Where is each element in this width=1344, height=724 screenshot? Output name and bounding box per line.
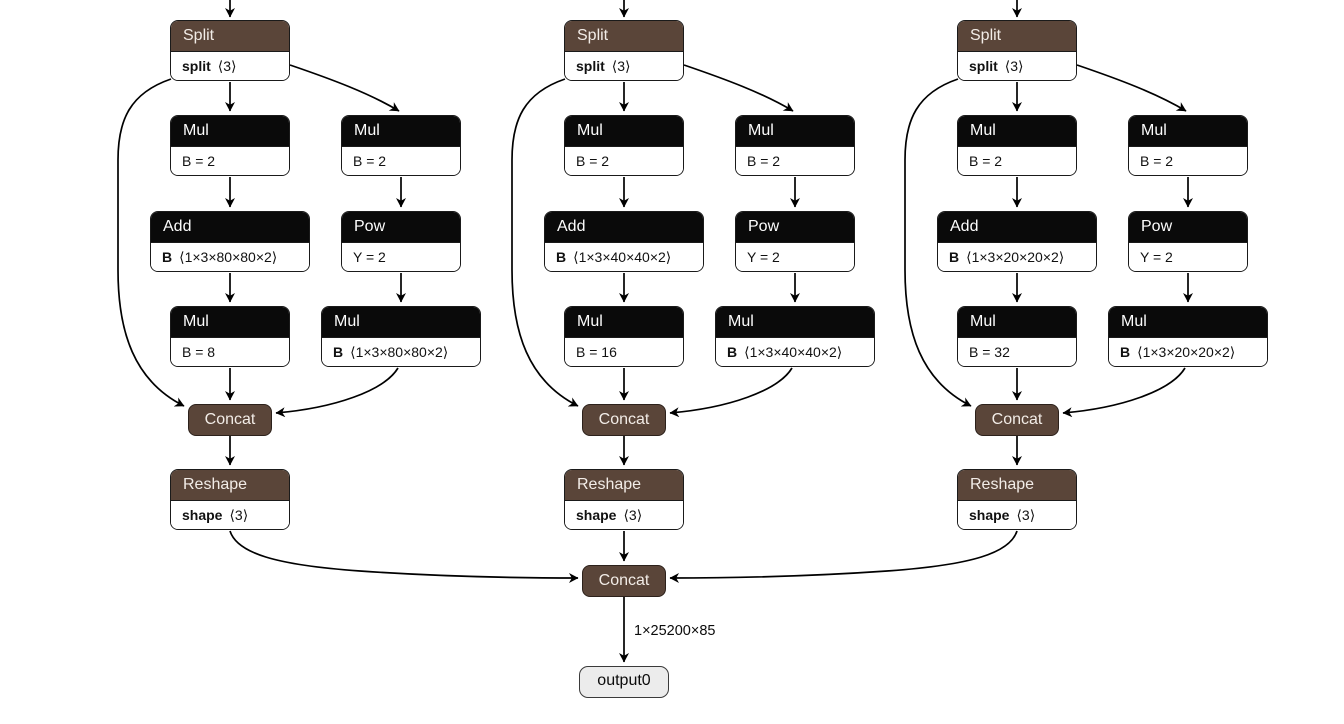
node-attr: shape⟨3⟩ <box>565 500 683 529</box>
node-title: Mul <box>958 307 1076 337</box>
node-attr: B = 2 <box>1129 146 1247 175</box>
node-title: Mul <box>342 116 460 146</box>
node-split-col1[interactable]: Split split⟨3⟩ <box>170 20 290 81</box>
node-concat-col3[interactable]: Concat <box>975 404 1059 436</box>
node-attr: Y = 2 <box>1129 242 1247 271</box>
node-mul-a-col2[interactable]: Mul B = 2 <box>564 115 684 176</box>
node-reshape-col2[interactable]: Reshape shape⟨3⟩ <box>564 469 684 530</box>
node-attr: B⟨1×3×20×20×2⟩ <box>1109 337 1267 366</box>
node-title: Reshape <box>565 470 683 500</box>
node-title: Split <box>565 21 683 51</box>
node-attr: B = 8 <box>171 337 289 366</box>
node-attr: split⟨3⟩ <box>171 51 289 80</box>
node-mul-b-col3[interactable]: Mul B = 2 <box>1128 115 1248 176</box>
node-attr: split⟨3⟩ <box>958 51 1076 80</box>
node-add-col1[interactable]: Add B⟨1×3×80×80×2⟩ <box>150 211 310 272</box>
node-title: Mul <box>958 116 1076 146</box>
node-mul-b-col2[interactable]: Mul B = 2 <box>735 115 855 176</box>
node-title: Split <box>171 21 289 51</box>
node-mul-d-col1[interactable]: Mul B⟨1×3×80×80×2⟩ <box>321 306 481 367</box>
node-mul-c-col3[interactable]: Mul B = 32 <box>957 306 1077 367</box>
node-title: Add <box>151 212 309 242</box>
node-title: Pow <box>736 212 854 242</box>
node-attr: split⟨3⟩ <box>565 51 683 80</box>
node-title: Mul <box>171 307 289 337</box>
node-output0[interactable]: output0 <box>579 666 669 698</box>
node-attr: B = 2 <box>565 146 683 175</box>
node-mul-d-col2[interactable]: Mul B⟨1×3×40×40×2⟩ <box>715 306 875 367</box>
node-final-concat[interactable]: Concat <box>582 565 666 597</box>
node-title: Reshape <box>171 470 289 500</box>
node-mul-b-col1[interactable]: Mul B = 2 <box>341 115 461 176</box>
node-mul-d-col3[interactable]: Mul B⟨1×3×20×20×2⟩ <box>1108 306 1268 367</box>
node-title: Mul <box>565 116 683 146</box>
output-tensor-shape-label: 1×25200×85 <box>634 623 716 639</box>
node-attr: B⟨1×3×80×80×2⟩ <box>151 242 309 271</box>
node-attr: B⟨1×3×40×40×2⟩ <box>545 242 703 271</box>
node-attr: B⟨1×3×80×80×2⟩ <box>322 337 480 366</box>
node-title: Pow <box>342 212 460 242</box>
edge-reshape1-to-final-concat <box>229 530 579 583</box>
node-title: Split <box>958 21 1076 51</box>
node-reshape-col1[interactable]: Reshape shape⟨3⟩ <box>170 469 290 530</box>
node-concat-col2[interactable]: Concat <box>582 404 666 436</box>
edge-reshape3-to-final-concat <box>669 530 1018 583</box>
node-pow-col1[interactable]: Pow Y = 2 <box>341 211 461 272</box>
node-split-col3[interactable]: Split split⟨3⟩ <box>957 20 1077 81</box>
node-pow-col2[interactable]: Pow Y = 2 <box>735 211 855 272</box>
node-attr: B⟨1×3×20×20×2⟩ <box>938 242 1096 271</box>
node-attr: B = 2 <box>171 146 289 175</box>
node-title: Mul <box>1129 116 1247 146</box>
node-title: Mul <box>736 116 854 146</box>
node-attr: shape⟨3⟩ <box>171 500 289 529</box>
node-pow-col3[interactable]: Pow Y = 2 <box>1128 211 1248 272</box>
node-attr: shape⟨3⟩ <box>958 500 1076 529</box>
node-split-col2[interactable]: Split split⟨3⟩ <box>564 20 684 81</box>
node-attr: B = 16 <box>565 337 683 366</box>
node-attr: B = 2 <box>736 146 854 175</box>
node-title: Pow <box>1129 212 1247 242</box>
node-mul-a-col1[interactable]: Mul B = 2 <box>170 115 290 176</box>
node-attr: Y = 2 <box>736 242 854 271</box>
node-title: Mul <box>716 307 874 337</box>
node-title: Mul <box>1109 307 1267 337</box>
node-attr: B = 32 <box>958 337 1076 366</box>
node-attr: B = 2 <box>958 146 1076 175</box>
node-title: Mul <box>171 116 289 146</box>
node-attr: Y = 2 <box>342 242 460 271</box>
node-reshape-col3[interactable]: Reshape shape⟨3⟩ <box>957 469 1077 530</box>
node-title: Reshape <box>958 470 1076 500</box>
node-mul-a-col3[interactable]: Mul B = 2 <box>957 115 1077 176</box>
node-title: Add <box>545 212 703 242</box>
node-attr: B = 2 <box>342 146 460 175</box>
node-add-col3[interactable]: Add B⟨1×3×20×20×2⟩ <box>937 211 1097 272</box>
node-mul-c-col1[interactable]: Mul B = 8 <box>170 306 290 367</box>
node-title: Mul <box>322 307 480 337</box>
node-concat-col1[interactable]: Concat <box>188 404 272 436</box>
node-title: Add <box>938 212 1096 242</box>
node-add-col2[interactable]: Add B⟨1×3×40×40×2⟩ <box>544 211 704 272</box>
node-mul-c-col2[interactable]: Mul B = 16 <box>564 306 684 367</box>
node-attr: B⟨1×3×40×40×2⟩ <box>716 337 874 366</box>
node-title: Mul <box>565 307 683 337</box>
